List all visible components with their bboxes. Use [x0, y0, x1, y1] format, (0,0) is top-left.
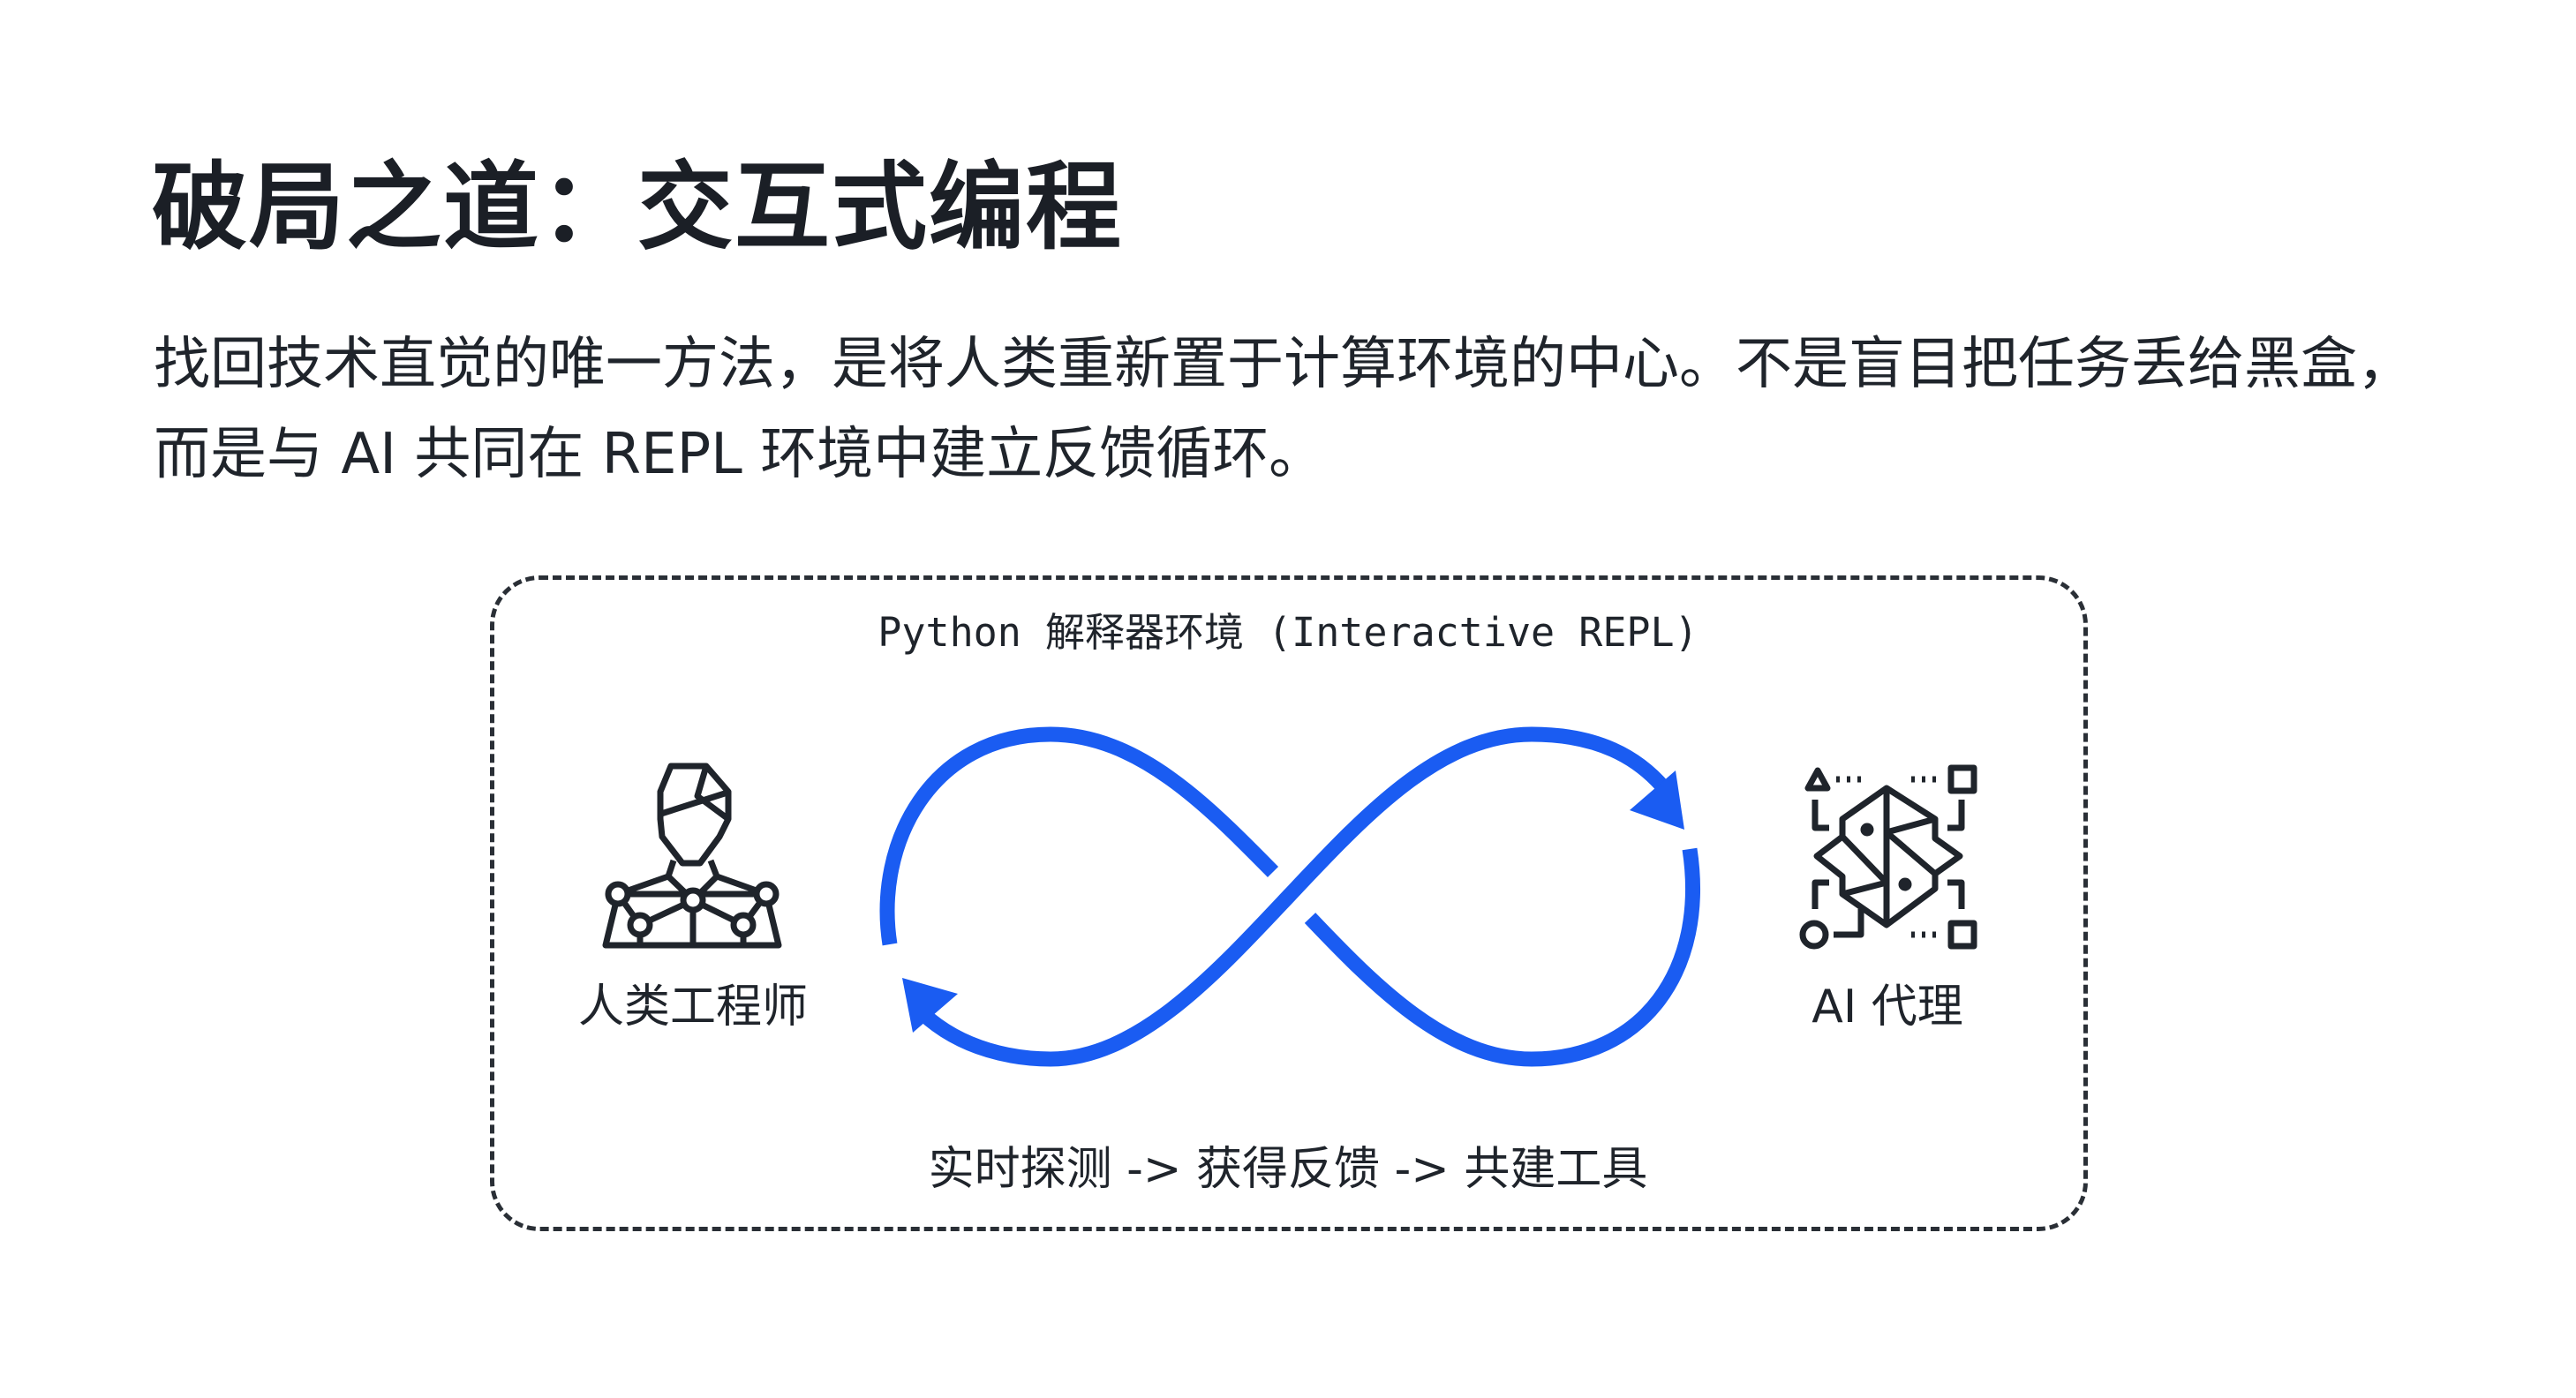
- human-engineer-icon: [602, 763, 782, 949]
- human-engineer-label: 人类工程师: [577, 981, 808, 1033]
- slide-paragraph: 找回技术直觉的唯一方法，是将人类重新置于计算环境的中心。不是盲目把任务丢给黑盒，…: [154, 332, 2414, 487]
- loop-right-lower-stroke: [1304, 847, 1700, 1067]
- loop-caption: 实时探测 -> 获得反馈 -> 共建工具: [928, 1143, 1648, 1196]
- ai-brain-icon: [1799, 764, 1977, 950]
- loop-crossing-stroke: [917, 726, 1670, 1067]
- arrowhead-bottom-left: [902, 978, 958, 1033]
- ai-agent-label: AI 代理: [1811, 981, 1963, 1033]
- loop-left-upper-stroke: [879, 726, 1279, 946]
- infinity-loop-icon: [879, 726, 1700, 1067]
- slide-title: 破局之道：交互式编程: [152, 153, 1124, 263]
- arrowhead-top-right: [1630, 770, 1684, 830]
- repl-environment-box: [490, 575, 2088, 1231]
- repl-environment-label: Python 解释器环境 (Interactive REPL): [877, 609, 1699, 656]
